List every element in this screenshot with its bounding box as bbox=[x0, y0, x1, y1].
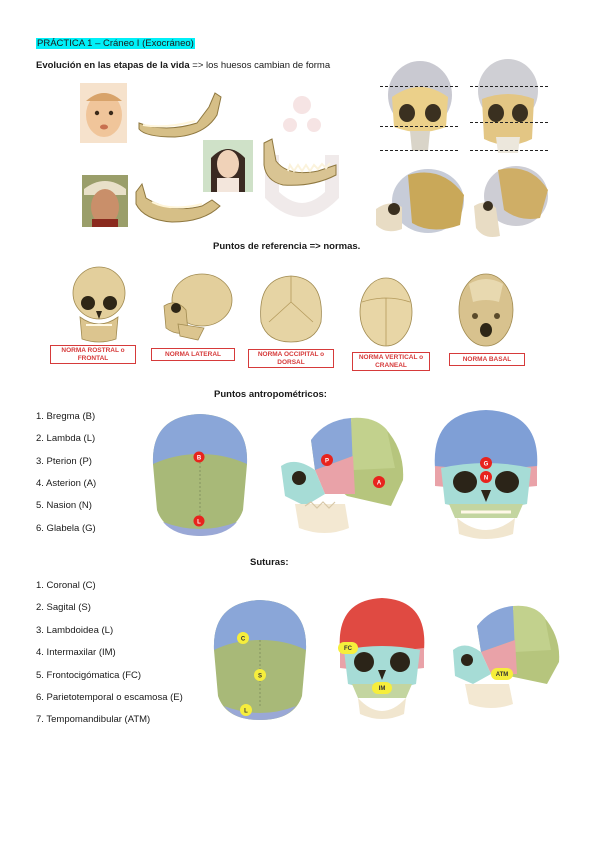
norma-occipital-skull-icon bbox=[260, 275, 322, 343]
suture-item: 3. Lambdoidea (L) bbox=[36, 625, 114, 636]
norma-basal-skull-icon bbox=[458, 273, 514, 347]
points-lateral-skull-icon: P A bbox=[281, 417, 404, 533]
section-anthropometric: Puntos antropométricos: bbox=[214, 389, 327, 400]
norma-lateral-skull-icon bbox=[163, 273, 233, 341]
sutures-top-skull-icon: C S L bbox=[213, 600, 307, 720]
sutures-frontal-skull-icon: FC IM bbox=[338, 598, 425, 719]
proportion-line-mid bbox=[380, 126, 458, 127]
norma-label-occipital: NORMA OCCIPITAL o DORSAL bbox=[248, 349, 334, 368]
proportion-line-bottom-right bbox=[470, 150, 548, 151]
badge-l: L bbox=[197, 520, 201, 526]
norma-label-lateral: NORMA LATERAL bbox=[151, 348, 235, 361]
norma-frontal-skull-icon bbox=[72, 266, 126, 343]
suture-item: 1. Coronal (C) bbox=[36, 580, 96, 591]
child-mandible-icon bbox=[138, 92, 222, 138]
skull-lateral-adult-icon bbox=[474, 166, 548, 237]
point-item: 3. Pterion (P) bbox=[36, 456, 92, 467]
suture-item: 7. Tempomandibular (ATM) bbox=[36, 714, 151, 725]
adult-photo bbox=[203, 140, 253, 192]
badge-b: B bbox=[197, 456, 202, 462]
section-sutures: Suturas: bbox=[250, 557, 289, 568]
suture-item: 4. Intermaxilar (IM) bbox=[36, 647, 116, 658]
baby-face-icon bbox=[80, 83, 127, 143]
badge-n: N bbox=[484, 476, 488, 482]
badge-l-suture: L bbox=[244, 709, 248, 715]
watermark-shape bbox=[265, 96, 339, 217]
norma-label-frontal: NORMA ROSTRAL o FRONTAL bbox=[50, 345, 136, 364]
proportion-line-bottom bbox=[380, 150, 458, 151]
evolution-bold: Evolución en las etapas de la vida bbox=[36, 60, 190, 71]
baby-photo bbox=[80, 83, 127, 143]
point-item: 2. Lambda (L) bbox=[36, 433, 96, 444]
elderly-mandible-icon bbox=[135, 182, 221, 223]
badge-a: A bbox=[377, 481, 382, 487]
proportion-line-mid-right bbox=[470, 122, 548, 123]
norma-vertical-skull-icon bbox=[359, 277, 413, 347]
badge-fc: FC bbox=[344, 646, 353, 652]
badge-s: S bbox=[258, 674, 262, 680]
page-title-text: PRÁCTICA 1 – Cráneo I (Exocráneo) bbox=[36, 38, 195, 49]
points-frontal-skull-icon: G N bbox=[434, 410, 538, 539]
points-top-skull-icon: B L bbox=[152, 414, 248, 536]
evolution-line: Evolución en las etapas de la vida => lo… bbox=[36, 60, 330, 71]
page-title: PRÁCTICA 1 – Cráneo I (Exocráneo) bbox=[36, 38, 195, 49]
badge-p: P bbox=[325, 459, 329, 465]
skull-lateral-infant-icon bbox=[376, 169, 464, 233]
point-item: 5. Nasion (N) bbox=[36, 500, 92, 511]
proportion-line-top-right bbox=[470, 86, 548, 87]
suture-item: 5. Frontocigómatica (FC) bbox=[36, 670, 142, 681]
proportion-line-top bbox=[380, 86, 458, 87]
adult-face-icon bbox=[203, 140, 253, 192]
section-references: Puntos de referencia => normas. bbox=[213, 241, 361, 252]
suture-item: 2. Sagital (S) bbox=[36, 602, 91, 613]
badge-atm: ATM bbox=[496, 672, 509, 678]
evolution-rest: => los huesos cambian de forma bbox=[189, 60, 331, 71]
suture-item: 6. Parietotemporal o escamosa (E) bbox=[36, 692, 183, 703]
adult-mandible-icon bbox=[263, 138, 337, 186]
skull-frontal-adult-icon bbox=[478, 59, 538, 153]
elderly-face-icon bbox=[82, 175, 128, 227]
skull-frontal-colored-icon bbox=[388, 61, 452, 151]
point-item: 6. Glabela (G) bbox=[36, 523, 96, 534]
badge-g: G bbox=[484, 462, 489, 468]
norma-label-basal: NORMA BASAL bbox=[449, 353, 525, 366]
sutures-lateral-skull-icon: ATM bbox=[453, 605, 560, 708]
elderly-photo bbox=[82, 175, 128, 227]
norma-label-vertical: NORMA VERTICAL o CRANEAL bbox=[352, 352, 430, 371]
point-item: 1. Bregma (B) bbox=[36, 411, 96, 422]
badge-c: C bbox=[241, 637, 246, 643]
point-item: 4. Asterion (A) bbox=[36, 478, 97, 489]
watermark-logo bbox=[262, 85, 342, 225]
badge-im: IM bbox=[379, 686, 386, 692]
